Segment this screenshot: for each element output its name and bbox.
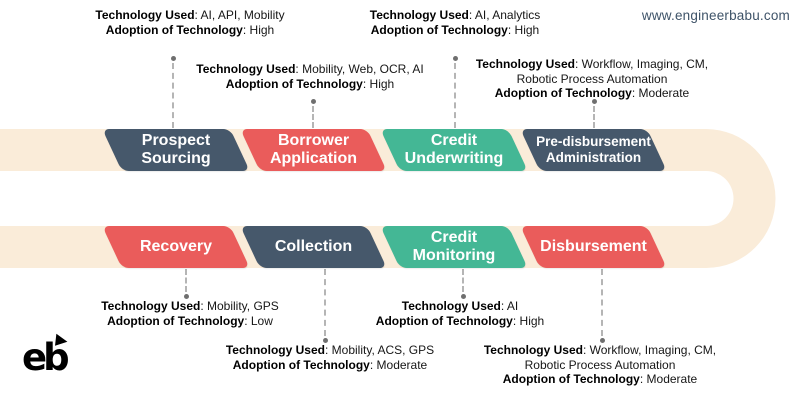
- annotation-line: Adoption of Technology: High: [370, 23, 541, 38]
- annotation-disbursement: Technology Used: Workflow, Imaging, CM,R…: [484, 343, 716, 387]
- annotation-value: Robotic Process Automation: [516, 71, 668, 86]
- connector-line-credit-underwriting: [452, 56, 458, 128]
- annotation-line: Technology Used: Mobility, Web, OCR, AI: [196, 62, 423, 77]
- annotation-label: Adoption of Technology: [225, 76, 363, 91]
- annotation-line: Technology Used: AI: [376, 299, 544, 314]
- annotation-value: : Moderate: [631, 86, 690, 100]
- annotation-value: : Mobility, GPS: [200, 299, 279, 313]
- annotation-line: Technology Used: Workflow, Imaging, CM,: [476, 57, 708, 72]
- annotation-pre-disbursement-administration: Technology Used: Workflow, Imaging, CM,R…: [476, 57, 708, 101]
- connector-line-credit-monitoring: [460, 269, 466, 299]
- connector-line-pre-disbursement-administration: [591, 99, 597, 128]
- logo-text: eb: [22, 336, 70, 379]
- annotation-value: : Moderate: [639, 372, 698, 386]
- annotation-value: : High: [507, 22, 540, 37]
- connector-line-prospect-sourcing: [170, 56, 176, 128]
- annotation-label: Adoption of Technology: [107, 313, 245, 328]
- annotation-value: : Mobility, Web, OCR, AI: [295, 62, 424, 76]
- annotation-label: Adoption of Technology: [105, 22, 243, 37]
- annotation-label: Adoption of Technology: [375, 313, 513, 328]
- annotation-value: : AI: [500, 299, 519, 313]
- connector-line-borrower-application: [310, 99, 316, 128]
- annotation-line: Adoption of Technology: Moderate: [226, 358, 434, 373]
- stage-label-credit-monitoring: Credit Monitoring: [412, 229, 496, 264]
- annotation-line: Technology Used: Mobility, GPS: [101, 299, 279, 314]
- stage-label-prospect-sourcing: Prospect Sourcing: [141, 132, 211, 167]
- annotation-label: Adoption of Technology: [370, 22, 508, 37]
- annotation-label: Adoption of Technology: [502, 372, 640, 386]
- annotation-label: Technology Used: [483, 343, 583, 357]
- annotation-line: Adoption of Technology: Low: [101, 314, 279, 329]
- annotation-line: Adoption of Technology: High: [95, 23, 284, 38]
- connector-line-disbursement: [599, 269, 605, 343]
- annotation-label: Technology Used: [196, 62, 296, 76]
- annotation-value: : High: [362, 76, 395, 91]
- annotation-line: Technology Used: Workflow, Imaging, CM,: [484, 343, 716, 358]
- annotation-line: Adoption of Technology: High: [196, 77, 423, 92]
- stage-label-borrower-application: Borrower Application: [269, 132, 358, 167]
- annotation-label: Adoption of Technology: [494, 86, 632, 100]
- annotation-label: Technology Used: [225, 343, 325, 357]
- annotation-value: : High: [242, 22, 275, 37]
- annotation-label: Technology Used: [475, 57, 575, 71]
- stage-recovery: Recovery: [102, 226, 250, 268]
- stage-label-recovery: Recovery: [139, 238, 213, 255]
- annotation-line: Robotic Process Automation: [484, 358, 716, 373]
- stage-label-pre-disbursement-administration: Pre-disbursement Administration: [536, 134, 651, 165]
- stage-label-collection: Collection: [274, 238, 353, 255]
- stage-disbursement: Disbursement: [520, 226, 667, 268]
- annotation-label: Adoption of Technology: [232, 357, 370, 372]
- stage-collection: Collection: [240, 226, 387, 268]
- annotation-line: Technology Used: AI, Analytics: [370, 8, 541, 23]
- stage-label-disbursement: Disbursement: [540, 238, 647, 255]
- stage-credit-underwriting: Credit Underwriting: [380, 129, 528, 171]
- annotation-value: : AI, API, Mobility: [194, 8, 285, 22]
- annotation-line: Robotic Process Automation: [476, 72, 708, 87]
- annotation-line: Adoption of Technology: Moderate: [476, 86, 708, 101]
- annotation-label: Technology Used: [101, 299, 201, 313]
- stage-borrower-application: Borrower Application: [240, 129, 387, 171]
- annotation-label: Technology Used: [401, 299, 501, 313]
- connector-line-collection: [322, 269, 328, 343]
- annotation-line: Adoption of Technology: Moderate: [484, 372, 716, 387]
- annotation-line: Technology Used: AI, API, Mobility: [95, 8, 284, 23]
- annotation-value: : High: [512, 313, 545, 328]
- annotation-value: : Workflow, Imaging, CM,: [574, 57, 709, 71]
- stage-credit-monitoring: Credit Monitoring: [380, 226, 528, 268]
- annotation-line: Technology Used: Mobility, ACS, GPS: [226, 343, 434, 358]
- annotation-value: : Moderate: [369, 357, 428, 372]
- annotation-value: : Workflow, Imaging, CM,: [582, 343, 717, 357]
- website-link[interactable]: www.engineerbabu.com: [641, 8, 790, 23]
- annotation-value: : AI, Analytics: [468, 8, 541, 22]
- annotation-value: : Low: [244, 313, 273, 328]
- stage-label-credit-underwriting: Credit Underwriting: [404, 132, 504, 167]
- annotation-value: : Mobility, ACS, GPS: [324, 343, 435, 357]
- stage-prospect-sourcing: Prospect Sourcing: [102, 129, 250, 171]
- connector-line-recovery: [183, 269, 189, 299]
- stage-pre-disbursement-administration: Pre-disbursement Administration: [520, 129, 667, 171]
- annotation-label: Technology Used: [95, 8, 195, 22]
- annotation-line: Adoption of Technology: High: [376, 314, 544, 329]
- annotation-value: Robotic Process Automation: [524, 357, 676, 372]
- annotation-label: Technology Used: [369, 8, 469, 22]
- engineerbabu-logo: eb: [22, 331, 82, 384]
